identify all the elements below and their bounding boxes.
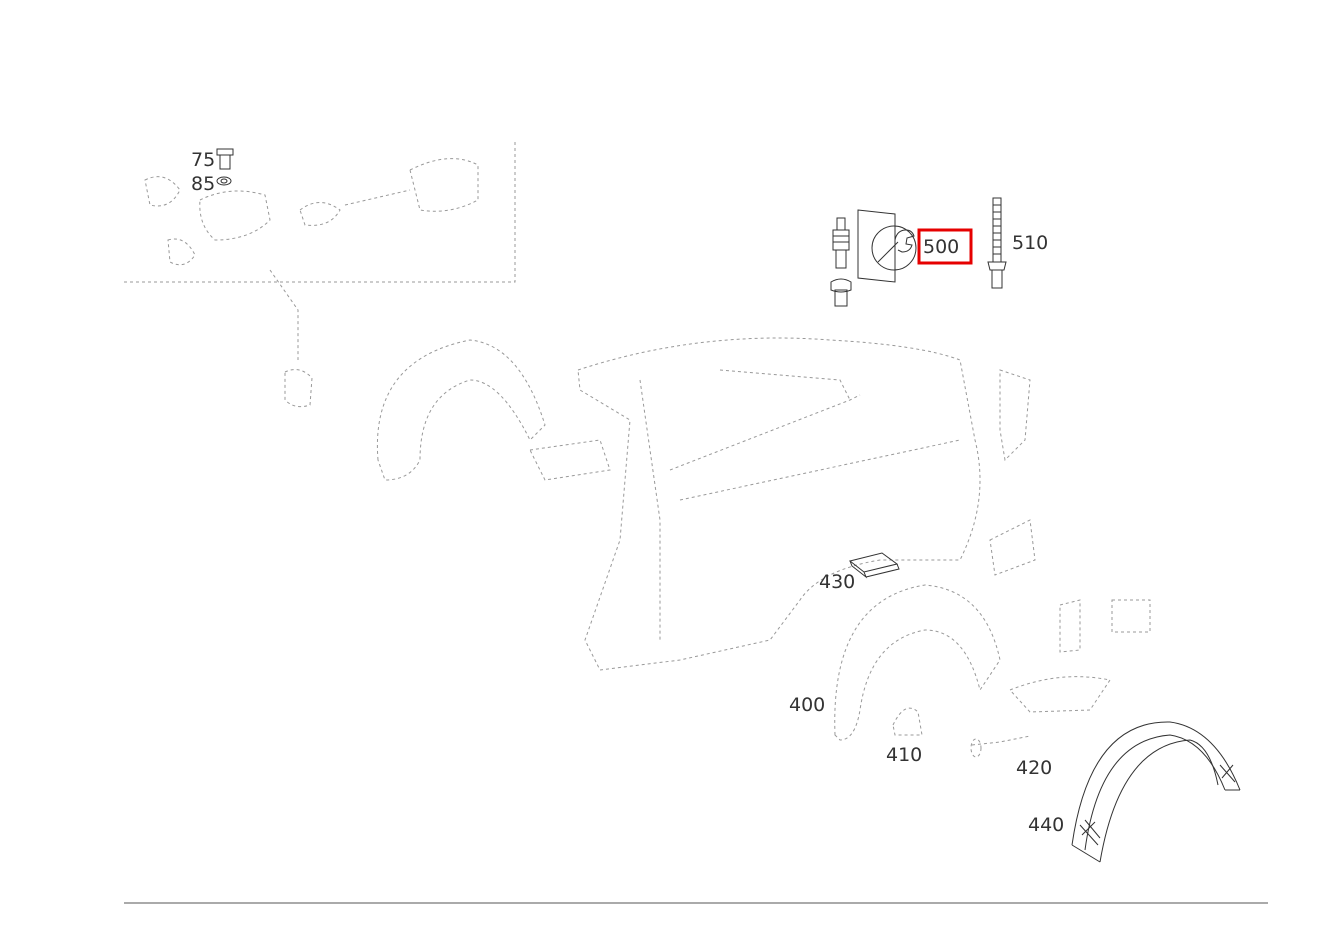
callout-500[interactable]: 500 bbox=[923, 236, 959, 258]
screw-420[interactable] bbox=[970, 735, 1031, 758]
fastener-set-500[interactable] bbox=[830, 209, 896, 307]
trim-pad-430[interactable] bbox=[848, 552, 900, 579]
callout-430[interactable]: 430 bbox=[819, 571, 855, 593]
callout-510[interactable]: 510 bbox=[1012, 232, 1048, 254]
callout-85[interactable]: 85 bbox=[191, 173, 215, 195]
selected-callout-highlight bbox=[917, 228, 973, 265]
front-wheel-arch-liner bbox=[376, 339, 611, 481]
body-side-panel bbox=[577, 337, 981, 671]
bolt-75[interactable] bbox=[216, 148, 234, 170]
rear-wheel-arch-liner-400[interactable] bbox=[834, 584, 1001, 741]
callout-75[interactable]: 75 bbox=[191, 149, 215, 171]
bolt-510[interactable] bbox=[987, 197, 1007, 289]
washer-85[interactable] bbox=[216, 176, 232, 186]
wrench-icon bbox=[871, 225, 917, 271]
wheel-arch-trim-440[interactable] bbox=[1071, 721, 1241, 863]
callout-440[interactable]: 440 bbox=[1028, 814, 1064, 836]
callout-400[interactable]: 400 bbox=[789, 694, 825, 716]
clip-410[interactable] bbox=[892, 707, 923, 736]
rear-small-parts bbox=[989, 369, 1151, 713]
inset-detail-group: 75 85 bbox=[124, 140, 516, 408]
callout-420[interactable]: 420 bbox=[1016, 757, 1052, 779]
callout-410[interactable]: 410 bbox=[886, 744, 922, 766]
